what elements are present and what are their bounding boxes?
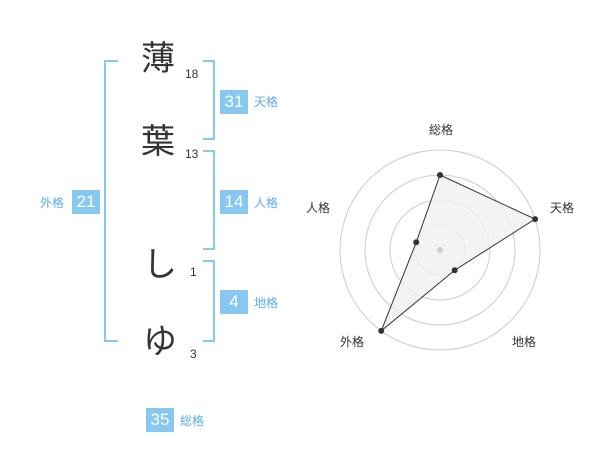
radar-points: [378, 172, 539, 334]
radar-point-3: [378, 327, 385, 334]
soukaku-label: 総格: [180, 414, 205, 428]
gaikaku-value: 21: [72, 190, 100, 214]
gaikaku-bracket: [104, 60, 118, 342]
radar-label-tenkaku: 天格: [550, 200, 574, 215]
jinkaku-label: 人格: [254, 196, 279, 210]
name-char-1: 薄: [141, 39, 175, 79]
radar-point-4: [413, 239, 420, 246]
stroke-count-4: 3: [190, 347, 197, 361]
radar-label-soukaku: 総格: [429, 122, 453, 137]
chikaku-label: 地格: [254, 296, 279, 310]
radar-data-area: [380, 174, 537, 332]
tenkaku-value: 31: [220, 90, 248, 114]
radar-point-1: [532, 216, 539, 223]
stroke-count-3: 1: [190, 265, 197, 279]
radar-label-jinkaku: 人格: [306, 200, 330, 215]
radar-label-gaikaku: 外格: [340, 334, 364, 349]
stroke-count-1: 18: [185, 67, 199, 81]
radar-point-2: [451, 267, 458, 274]
gaikaku-label: 外格: [40, 196, 65, 210]
name-char-4: ゆ: [143, 322, 177, 362]
soukaku-value: 35: [146, 408, 174, 432]
stroke-count-2: 13: [185, 147, 199, 161]
radar-center-dot: [437, 247, 443, 253]
radar-label-chikaku: 地格: [512, 334, 536, 349]
name-char-3: し: [143, 245, 177, 285]
tenkaku-label: 天格: [254, 95, 279, 109]
radar-ring-4: [339, 149, 541, 351]
chikaku-bracket: [203, 260, 215, 342]
jinkaku-bracket: [203, 150, 215, 250]
tenkaku-bracket: [203, 60, 215, 140]
radar-point-0: [437, 172, 443, 178]
radar-chart: 総格 天格 地格 外格 人格: [306, 122, 574, 351]
jinkaku-value: 14: [220, 190, 248, 214]
name-char-2: 葉: [141, 122, 175, 162]
chikaku-value: 4: [220, 290, 248, 314]
